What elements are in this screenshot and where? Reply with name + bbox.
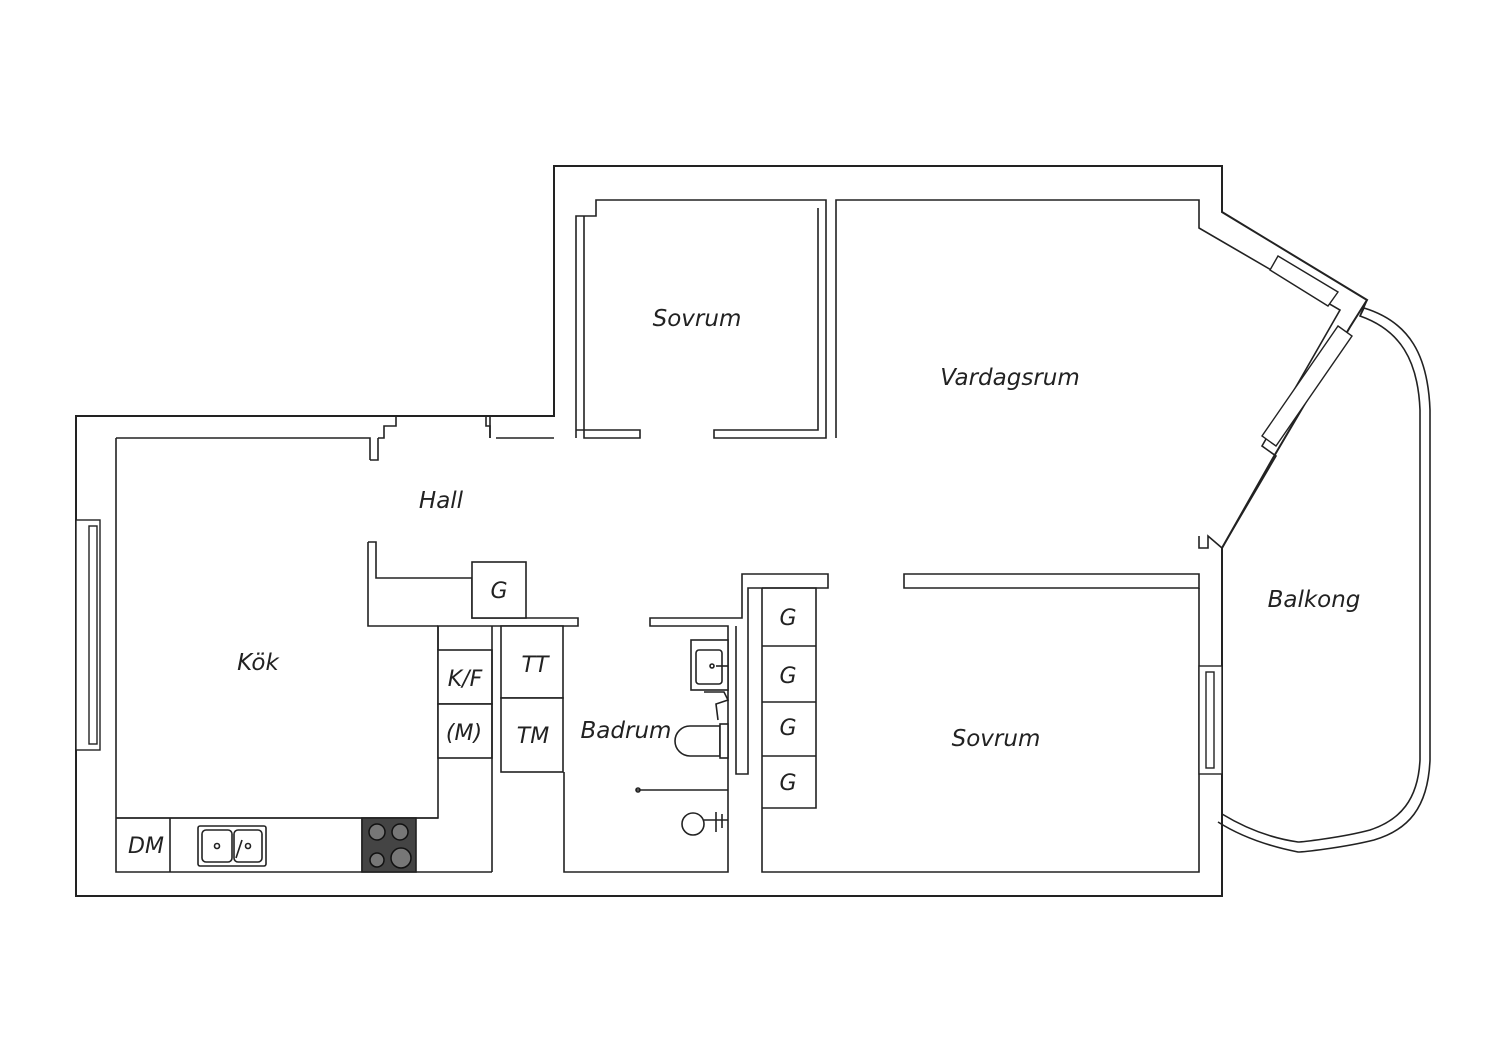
wall-badrum [563,573,829,873]
exterior-walls [75,165,1369,897]
shower-icon [635,787,728,836]
fixture-label-tt: TT [522,653,550,678]
room-label-sovrum-bottom: Sovrum [952,726,1041,752]
fixture-label-wardrobe-1: G [779,606,796,631]
room-label-balkong: Balkong [1268,587,1361,613]
fixture-label-wardrobe-4: G [779,771,796,796]
sink-icon [197,825,267,867]
fixture-label-wardrobe-3: G [779,716,796,741]
fixture-label-m: (M) [446,721,482,746]
room-label-sovrum-top: Sovrum [653,306,742,332]
toilet-icon [674,691,730,759]
fixture-label-g-hall: G [490,579,507,604]
balcony [1217,299,1431,853]
fixture-label-tm: TM [517,724,549,749]
kitchen-appliances [437,626,493,872]
windows [75,255,1353,775]
room-label-kok: Kök [237,650,280,676]
stove-icon [361,817,417,873]
room-label-badrum: Badrum [581,718,672,744]
room-label-hall: Hall [419,488,464,514]
wall-hall-entry [370,416,491,461]
fixture-label-wardrobe-2: G [779,664,796,689]
laundry [500,625,564,773]
fixture-label-dm: DM [128,834,164,859]
room-label-vardagsrum: Vardagsrum [940,365,1080,391]
washbasin-icon [690,639,729,691]
fixture-label-kf: K/F [448,667,483,692]
